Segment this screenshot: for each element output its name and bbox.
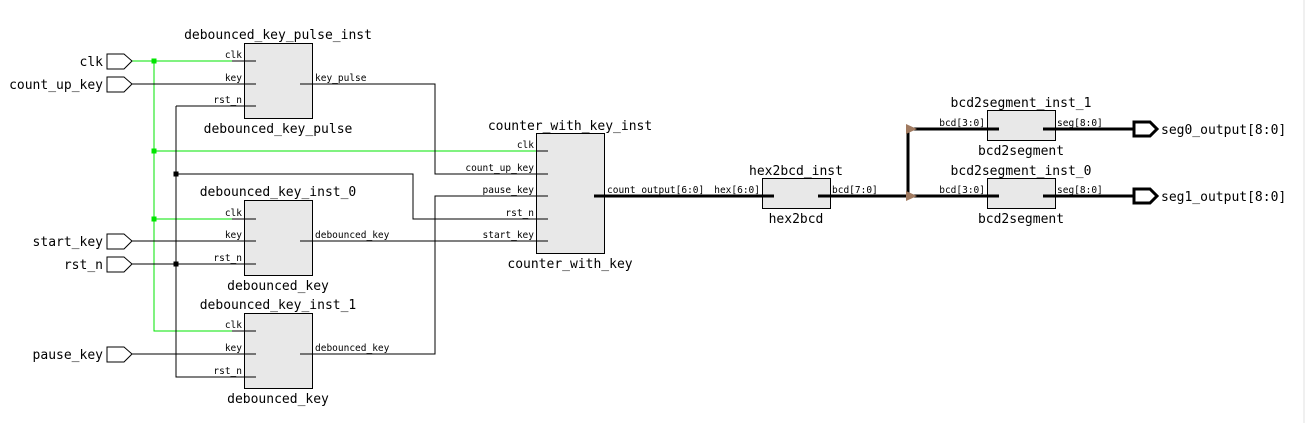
pin-label-hex: hex[6:0] [714, 185, 760, 196]
cell-body[interactable] [244, 200, 313, 276]
canvas-edge [1303, 0, 1305, 423]
module-name: hex2bcd [769, 212, 824, 227]
input-port-rst-n[interactable]: rst_n [64, 256, 133, 273]
pin-label-rst-n: rst_n [213, 366, 242, 377]
instance-name: bcd2segment_inst_0 [951, 164, 1092, 179]
pin-label-key-pulse: key_pulse [315, 73, 367, 84]
key-pulse-net[interactable] [312, 83, 536, 175]
pin-label-count-up-key: count_up_key [465, 163, 534, 174]
pin-label-count-output: count_output[6:0] [607, 185, 704, 196]
output-port-seg0-output[interactable]: seg0_output[8:0] [1132, 120, 1286, 138]
cell-body[interactable] [536, 133, 605, 254]
input-port-count-up-key[interactable]: count_up_key [9, 76, 133, 93]
cell-body[interactable] [244, 43, 313, 119]
input-port-icon [106, 233, 133, 250]
module-name: bcd2segment [978, 212, 1064, 227]
cell-hex2bcd-inst[interactable]: hex2bcd_inst hex[6:0] bcd[7:0] hex2bcd [714, 164, 878, 227]
input-port-icon [106, 53, 133, 70]
pin-label-seg: seg[8:0] [1057, 118, 1103, 129]
instance-name: hex2bcd_inst [749, 164, 843, 179]
port-label: rst_n [64, 258, 103, 273]
port-label: start_key [33, 235, 104, 250]
cell-bcd2segment-inst-0[interactable]: bcd2segment_inst_0 bcd[3:0] seg[8:0] bcd… [939, 164, 1103, 227]
pin-label-clk: clk [225, 208, 242, 219]
pin-label-key: key [225, 73, 242, 84]
pin-label-rst-n: rst_n [213, 253, 242, 264]
cell-body[interactable] [762, 178, 831, 209]
pin-label-seg: seg[8:0] [1057, 185, 1103, 196]
output-port-seg1-output[interactable]: seg1_output[8:0] [1132, 187, 1286, 205]
pin-label-clk: clk [225, 320, 242, 331]
cell-body[interactable] [244, 313, 313, 389]
pin-label-key: key [225, 343, 242, 354]
cell-debounced-key-inst-0[interactable]: debounced_key_inst_0 clk key rst_n debou… [200, 185, 390, 294]
cell-debounced-key-inst-1[interactable]: debounced_key_inst_1 clk key rst_n debou… [200, 298, 390, 407]
output-port-icon [1132, 120, 1160, 138]
module-name: counter_with_key [507, 257, 632, 272]
input-port-clk[interactable]: clk [80, 53, 133, 70]
pin-label-debounced-key: debounced_key [315, 230, 390, 241]
pin-label-bcd: bcd[7:0] [832, 185, 878, 196]
pin-label-bcd: bcd[3:0] [939, 118, 985, 129]
clk-junction [151, 148, 157, 154]
input-port-start-key[interactable]: start_key [33, 233, 133, 250]
instance-name: debounced_key_pulse_inst [184, 28, 372, 43]
instance-name: debounced_key_inst_1 [200, 298, 357, 313]
input-port-icon [106, 76, 133, 93]
module-name: debounced_key [227, 279, 329, 294]
instance-name: counter_with_key_inst [488, 119, 652, 134]
rst-junction [173, 261, 179, 267]
pause-debounced-net[interactable] [312, 195, 536, 355]
instance-name: debounced_key_inst_0 [200, 185, 357, 200]
output-port-icon [1132, 187, 1160, 205]
port-label: seg1_output[8:0] [1161, 190, 1286, 205]
pin-label-debounced-key: debounced_key [315, 343, 390, 354]
pin-label-clk: clk [517, 140, 534, 151]
pin-label-rst-n: rst_n [505, 208, 534, 219]
cell-counter-with-key-inst[interactable]: counter_with_key_inst clk count_up_key p… [465, 119, 704, 272]
input-port-icon [106, 346, 133, 363]
port-label: seg0_output[8:0] [1161, 123, 1286, 138]
rst-junction [173, 171, 179, 177]
pin-label-key: key [225, 230, 242, 241]
module-name: bcd2segment [978, 144, 1064, 159]
pin-label-start-key: start_key [483, 230, 535, 241]
bus-ripper-icon [906, 124, 917, 134]
cell-body[interactable] [987, 110, 1056, 141]
port-label: count_up_key [9, 78, 103, 93]
port-label: clk [80, 55, 104, 70]
bus-ripper-icon [906, 191, 917, 201]
clk-net[interactable] [132, 58, 536, 332]
port-label: pause_key [33, 348, 104, 363]
module-name: debounced_key_pulse [204, 122, 353, 137]
rst-n-net[interactable] [132, 105, 536, 378]
instance-name: bcd2segment_inst_1 [951, 96, 1092, 111]
input-port-icon [106, 256, 133, 273]
pin-label-clk: clk [225, 50, 242, 61]
clk-junction [151, 216, 157, 222]
pin-label-rst-n: rst_n [213, 95, 242, 106]
pin-label-pause-key: pause_key [483, 185, 535, 196]
pin-label-bcd: bcd[3:0] [939, 185, 985, 196]
cell-body[interactable] [987, 178, 1056, 209]
module-name: debounced_key [227, 392, 329, 407]
clk-junction [151, 58, 157, 64]
input-port-pause-key[interactable]: pause_key [33, 346, 133, 363]
cell-debounced-key-pulse-inst[interactable]: debounced_key_pulse_inst clk key rst_n k… [184, 28, 372, 137]
cell-bcd2segment-inst-1[interactable]: bcd2segment_inst_1 bcd[3:0] seg[8:0] bcd… [939, 96, 1103, 159]
